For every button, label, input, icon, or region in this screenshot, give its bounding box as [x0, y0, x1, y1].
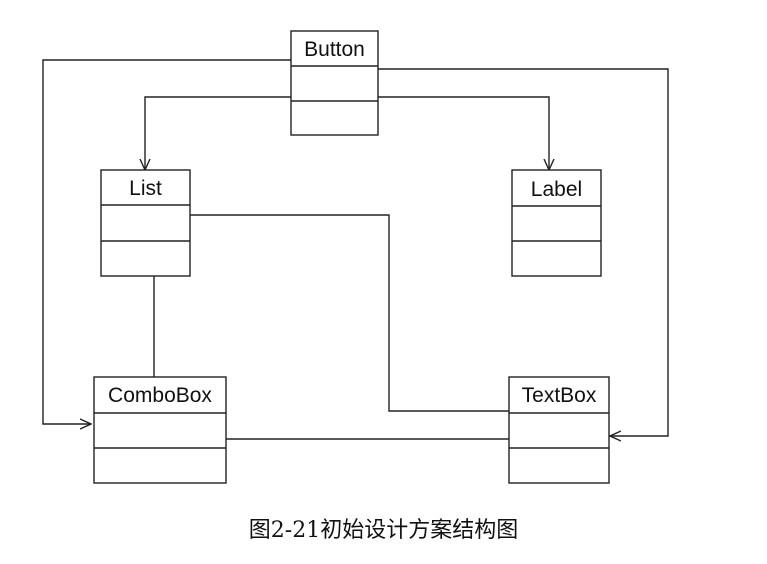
- connector-button-list: [145, 96, 291, 170]
- class-combobox-name: ComboBox: [108, 384, 212, 407]
- class-label-name: Label: [531, 178, 582, 201]
- class-label: Label: [511, 169, 602, 277]
- connector-button-textbox: [378, 68, 669, 436]
- connector-list-textbox: [190, 214, 509, 412]
- class-textbox: TextBox: [508, 376, 610, 484]
- figure-caption: 图2-21初始设计方案结构图: [248, 518, 519, 543]
- class-button-name: Button: [304, 38, 365, 61]
- connector-button-combobox: [42, 59, 291, 424]
- class-combobox: ComboBox: [93, 376, 227, 484]
- class-button: Button: [290, 30, 379, 136]
- class-list-name: List: [129, 177, 162, 200]
- class-list: List: [100, 169, 191, 277]
- connector-button-label: [378, 96, 549, 170]
- class-textbox-name: TextBox: [522, 384, 597, 407]
